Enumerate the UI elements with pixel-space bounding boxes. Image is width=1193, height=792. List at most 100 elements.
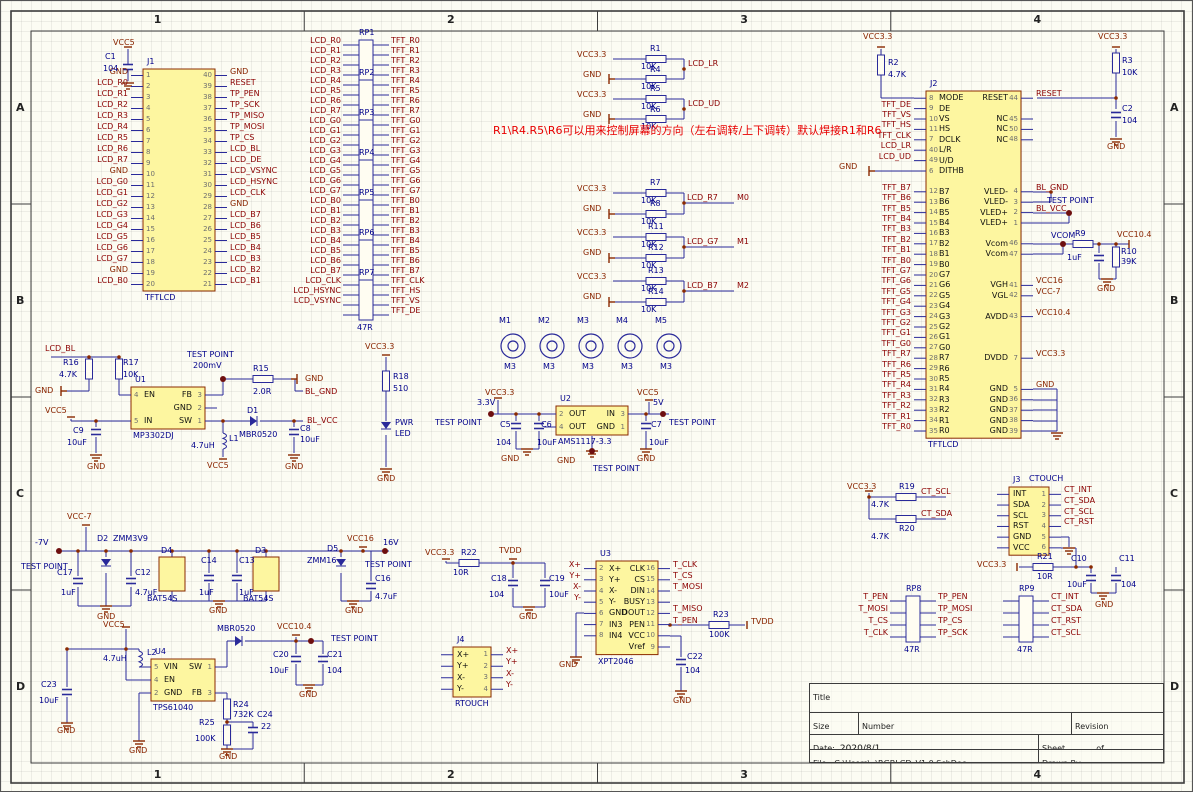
- zone-col-1-bottom: 1: [153, 768, 162, 781]
- label-104: 104: [1121, 580, 1137, 589]
- net-label-CT_SCL: CT_SCL: [1051, 628, 1081, 637]
- net-label-TFT_HS: TFT_HS: [391, 286, 421, 295]
- net-label-TFT_R1: TFT_R1: [391, 46, 420, 55]
- net-label-TFT_R1: TFT_R1: [882, 411, 911, 421]
- label-4.7uh: 4.7uH: [191, 441, 215, 450]
- ic-u3-value: XPT2046: [598, 656, 634, 666]
- label-10uf: 10uF: [300, 435, 320, 444]
- net-label-LCD_B6: LCD_B6: [230, 220, 261, 230]
- net-label-GND: GND: [230, 198, 249, 208]
- label-test-point: TEST POINT: [435, 418, 482, 427]
- label-r22: R22: [461, 548, 477, 557]
- connector-j2-pin-21: 21: [929, 280, 938, 289]
- label-gnd: GND: [583, 292, 602, 301]
- label-104: 104: [1122, 116, 1138, 125]
- connector-j1-pin-33: 33: [203, 148, 212, 156]
- label-r20: R20: [899, 524, 915, 533]
- net-label-TFT_R5: TFT_R5: [391, 86, 420, 95]
- label-m1: M1: [499, 316, 511, 325]
- net-label-TFT_R0: TFT_R0: [882, 422, 911, 431]
- net-label-TFT_R6: TFT_R6: [882, 359, 911, 369]
- label-10k: 10K: [641, 284, 657, 293]
- net-label-TFT_B5: TFT_B5: [391, 246, 420, 255]
- net-label-LCD_G6: LCD_G6: [309, 176, 342, 185]
- ic-u4-designator: U4: [155, 647, 166, 656]
- label-vcom: VCOM: [1051, 231, 1076, 240]
- connector-j1-designator: J1: [147, 57, 155, 66]
- label-c21: C21: [327, 650, 343, 659]
- net-label-LCD_G2: LCD_G2: [309, 136, 342, 145]
- label-4.7uf: 4.7uF: [135, 588, 158, 597]
- net-label-X-: X-: [573, 582, 581, 591]
- net-label-TP_MISO: TP_MISO: [230, 110, 265, 120]
- connector-j2-pinname-B7: B7: [939, 186, 950, 196]
- net-label-LCD_R7: LCD_R7: [97, 154, 128, 164]
- connector-j4-pin-3: 3: [483, 673, 488, 682]
- connector-j2-pin-27: 27: [929, 343, 938, 352]
- net-label-TP_MOSI: TP_MOSI: [938, 604, 973, 613]
- label-16v: 16V: [383, 538, 399, 547]
- label-m2: M2: [737, 281, 749, 290]
- net-label-CT_INT: CT_INT: [1051, 592, 1079, 601]
- net-label-LCD_B4: LCD_B4: [230, 242, 261, 252]
- connector-j2-pinname-Vcom: Vcom: [985, 238, 1008, 248]
- connector-j2-pin-4: 4: [1013, 187, 1018, 196]
- connector-j2-pinname-G3: G3: [939, 311, 951, 321]
- rp8-value: 47R: [904, 645, 920, 654]
- connector-j2-pin-26: 26: [929, 332, 938, 341]
- connector-j2-pinname-VLED-: VLED-: [983, 197, 1008, 207]
- label-22: 22: [261, 722, 272, 731]
- ic-u3-pinname-GND: GND: [609, 608, 628, 618]
- connector-j1-pin-27: 27: [203, 214, 212, 222]
- date-value: 2020/8/1: [839, 744, 881, 749]
- label-gnd: GND: [637, 454, 656, 463]
- ic-u1-pin-5: 5: [134, 416, 139, 425]
- label-r9: R9: [1075, 229, 1086, 238]
- ic-u4-pinname-EN: EN: [164, 675, 176, 684]
- net-label-TFT_G4: TFT_G4: [391, 156, 421, 165]
- ic-u3-pinname-VCC: VCC: [628, 630, 645, 640]
- connector-j1-pin-34: 34: [203, 137, 212, 145]
- connector-j4-designator: J4: [457, 635, 465, 644]
- title-block-size-row: Size A4 Number Revision: [810, 712, 1163, 734]
- net-label-TFT_R4: TFT_R4: [882, 380, 911, 390]
- connector-j1-pin-32: 32: [203, 159, 212, 167]
- label-gnd: GND: [219, 752, 238, 761]
- net-label-GND: GND: [109, 165, 128, 175]
- connector-j2-value: TFTLCD: [928, 440, 959, 450]
- label-m3: M3: [660, 362, 672, 371]
- label-bat54s: BAT54S: [147, 594, 178, 603]
- zone-row-C-left: C: [16, 486, 25, 500]
- label-test-point: TEST POINT: [331, 634, 378, 643]
- net-label-TFT_B5: TFT_B5: [882, 203, 911, 213]
- ic-u1-pinname-FB: FB: [181, 390, 192, 399]
- net-label-TFT_HS: TFT_HS: [881, 120, 911, 130]
- net-label-TFT_G2: TFT_G2: [881, 318, 911, 327]
- net-label-TFT_R4: TFT_R4: [391, 76, 420, 85]
- net-label-GND: GND: [109, 264, 128, 274]
- zone-col-4-bottom: 4: [1033, 768, 1042, 781]
- net-label-T_CLK: T_CLK: [673, 559, 698, 569]
- label-10k: 10K: [123, 370, 139, 379]
- label-gnd: GND: [129, 746, 148, 755]
- label-vcc3.3: VCC3.3: [1098, 32, 1128, 41]
- connector-j2-pin-34: 34: [929, 416, 938, 425]
- net-label-T_PEN: T_PEN: [863, 592, 888, 601]
- connector-j2-pin-6: 6: [929, 166, 934, 175]
- net-label-TFT_B4: TFT_B4: [391, 236, 420, 245]
- net-label-TFT_R2: TFT_R2: [882, 401, 911, 411]
- ic-u4-value: TPS61040: [153, 703, 194, 712]
- net-label-X-: X-: [506, 668, 514, 678]
- connector-j1-pin-14: 14: [146, 214, 155, 222]
- label-39k: 39K: [1121, 257, 1137, 266]
- label-10uf: 10uF: [269, 666, 289, 675]
- label-r17: R17: [123, 358, 139, 367]
- ic-u3-pinname-BUSY: BUSY: [623, 597, 645, 607]
- label-l2: L2: [147, 648, 157, 657]
- net-label-LCD_R6: LCD_R6: [310, 96, 341, 105]
- rp9-value: 47R: [1017, 645, 1033, 654]
- zone-row-D-right: D: [1170, 679, 1180, 693]
- label-gnd: GND: [839, 162, 858, 171]
- net-label-LCD_R4: LCD_R4: [310, 76, 341, 85]
- net-label-CT_INT: CT_INT: [1064, 485, 1092, 495]
